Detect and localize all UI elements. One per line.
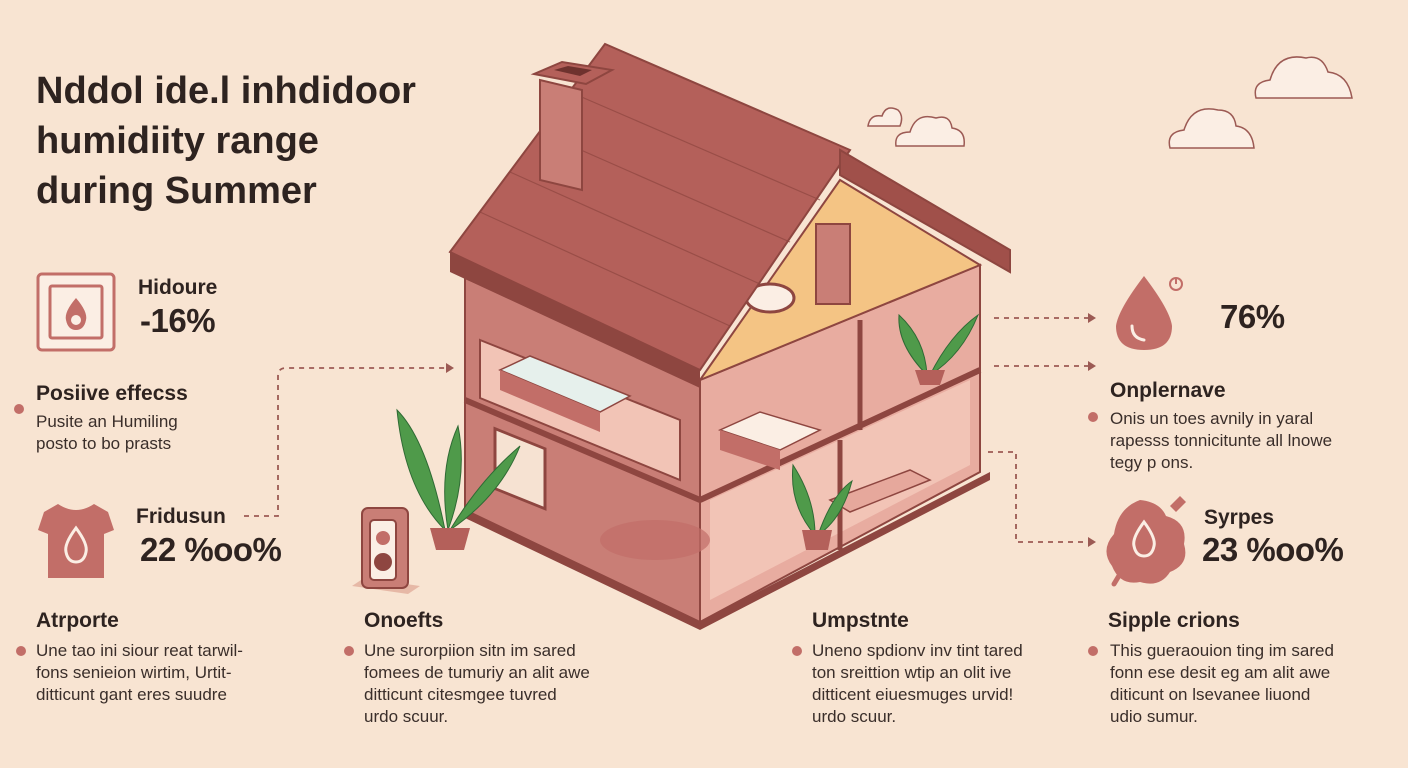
dehumidifier-icon: [350, 500, 422, 596]
stat-value: -16%: [140, 302, 216, 339]
body-line: rapesss tonnicitunte all lnowe: [1110, 431, 1333, 450]
body-line: Uneno spdionv inv tint tared: [812, 641, 1023, 660]
body-line: udio sumur.: [1110, 707, 1198, 726]
body-line: tegy p ons.: [1110, 453, 1194, 472]
bullet-dot: [344, 646, 354, 656]
body-line: Pusite an Humiling: [36, 412, 178, 431]
body-line: fons senieion wirtim, Urtit-: [36, 663, 232, 682]
section-body: Une surorpiion sitn im sared fomees de t…: [364, 640, 590, 728]
section-body: This gueraouion ting im sared fonn ese d…: [1110, 640, 1334, 728]
splash-drop-icon: [1100, 492, 1200, 592]
body-line: urdo scuur.: [812, 707, 897, 726]
stat-value: 76%: [1220, 298, 1285, 335]
section-heading: Onplernave: [1110, 379, 1226, 402]
cloud-icon: [1168, 108, 1255, 149]
body-line: urdo scuur.: [364, 707, 449, 726]
stat-label: Fridusun: [136, 505, 226, 528]
body-line: diticunt on lsevanee liuond: [1110, 685, 1311, 704]
thermostat-icon: [36, 272, 116, 352]
body-line: Une surorpiion sitn im sared: [364, 641, 576, 660]
body-line: fomees de tumuriy an alit awe: [364, 663, 590, 682]
bullet-dot: [16, 646, 26, 656]
title-line-2: humidiity range: [36, 120, 319, 162]
body-line: fonn ese desit eg am alit awe: [1110, 663, 1331, 682]
body-line: posto to bo prasts: [36, 434, 172, 453]
section-heading: Sipple crions: [1108, 609, 1240, 632]
section-heading: Posiive effecss: [36, 382, 188, 405]
shirt-drop-icon: [36, 500, 116, 580]
title-line-3: during Summer: [36, 170, 317, 212]
section-heading: Umpstnte: [812, 609, 909, 632]
bullet-dot: [1088, 646, 1098, 656]
body-line: ditticunt gant eres suudre: [36, 685, 227, 704]
section-body: Une tao ini siour reat tarwil- fons seni…: [36, 640, 243, 706]
cloud-icon: [867, 107, 903, 127]
stat-label: Syrpes: [1204, 506, 1275, 529]
cloud-icon: [1254, 56, 1353, 99]
stat-value: 23 %oo%: [1202, 531, 1344, 568]
body-line: This gueraouion ting im sared: [1110, 641, 1334, 660]
stat-value: 22 %oo%: [140, 531, 282, 568]
clouds: [867, 56, 1353, 149]
stat-label: Hidoure: [138, 276, 218, 299]
page-title: Nddol ide.l inhdidoor humidiity range du…: [36, 66, 476, 216]
body-line: Onis un toes avnily in yaral: [1110, 409, 1314, 428]
body-line: Une tao ini siour reat tarwil-: [36, 641, 243, 660]
house-illustration: [396, 42, 1011, 630]
section-body: Pusite an Humiling posto to bo prasts: [36, 411, 178, 455]
water-drop-icon: [1110, 270, 1190, 354]
bullet-dot: [792, 646, 802, 656]
title-line-1: Nddol ide.l inhdidoor: [36, 70, 416, 112]
section-body: Onis un toes avnily in yaral rapesss ton…: [1110, 408, 1332, 474]
bullet-dot: [14, 404, 24, 414]
cloud-icon: [895, 115, 965, 147]
section-heading: Atrporte: [36, 609, 119, 632]
section-body: Uneno spdionv inv tint tared ton sreitti…: [812, 640, 1023, 728]
bullet-dot: [1088, 412, 1098, 422]
body-line: ditticunt citesmgee tuvred: [364, 685, 557, 704]
body-line: ton sreittion wtip an olit ive: [812, 663, 1012, 682]
body-line: ditticent eiuesmuges urvid!: [812, 685, 1014, 704]
section-heading: Onoefts: [364, 609, 444, 632]
